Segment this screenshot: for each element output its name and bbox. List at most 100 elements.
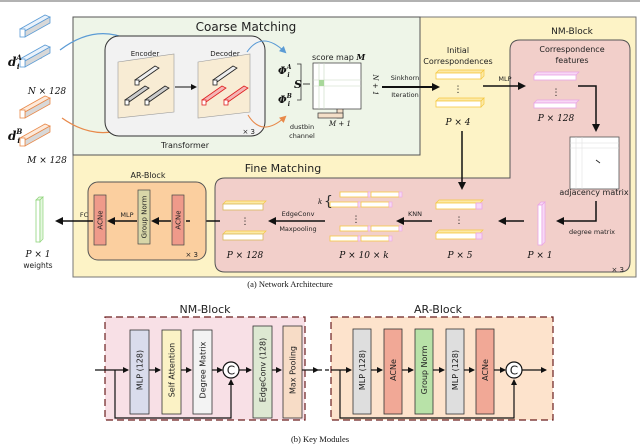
sinkhorn-label-2: Iteration (391, 91, 419, 99)
dustbin-label-2: channel (289, 132, 315, 140)
decoder-out-a-arrow (246, 40, 287, 54)
ar-mlp-label: MLP (120, 211, 133, 219)
nm-block-panel (214, 39, 631, 273)
key-ar-block-3 (445, 328, 465, 415)
ar-acne-2-label: ACNe (175, 210, 183, 229)
key-nm-block-4 (282, 325, 303, 419)
knn-label: KNN (408, 210, 422, 218)
key-nm-block-label-2: Degree Matrix (199, 341, 208, 398)
key-nm-block-label-4: Max Pooling (289, 346, 298, 394)
key-nm-title: NM-Block (179, 303, 231, 316)
initial-label-1: Initial (447, 46, 469, 55)
features-label-1: Correspondence (539, 45, 604, 54)
features-label-2: features (555, 56, 588, 65)
fine-p128-label: P × 128 (226, 251, 264, 261)
ar-block-title: AR-Block (131, 171, 166, 180)
decoder-card (197, 53, 251, 119)
edgeconv-label: EdgeConv (282, 210, 315, 218)
p10k-features: ⋮ { (324, 191, 403, 242)
m-plus-1-label: M + 1 (328, 120, 351, 128)
mlp-label: MLP (498, 75, 511, 83)
key-ar-skip-connection (339, 370, 517, 419)
ar-acne-1 (93, 194, 107, 246)
p4-label: P × 4 (444, 118, 470, 128)
key-ar-block-label-1: ACNe (389, 359, 398, 381)
maxpooling-label: Maxpooling (279, 225, 316, 233)
key-ar-block-4 (475, 328, 495, 415)
n-plus-1-label: N + 1 (371, 74, 379, 96)
nm-p128-label: P × 128 (537, 114, 575, 124)
decoder-label: Decoder (210, 50, 240, 58)
score-map (312, 62, 362, 119)
key-ar-block-label-0: MLP (128) (358, 350, 367, 390)
key-nm-block-label-3: EdgeConv (128) (259, 338, 268, 402)
svg-text:⋮: ⋮ (352, 215, 361, 225)
key-nm-block-0 (129, 329, 150, 415)
weights-p1-label: P × 1 (24, 250, 50, 260)
dustbin-label-1: dustbin (290, 123, 314, 131)
ar-acne-1-label: ACNe (97, 210, 105, 229)
nm-block-repeat: × 3 (611, 266, 624, 274)
svg-text:⋮: ⋮ (241, 217, 250, 227)
p10k-label: P × 10 × k (338, 251, 389, 261)
descriptor-a: ⋮ (19, 14, 51, 68)
fine-matching-title: Fine Matching (245, 162, 321, 175)
svg-text:{: { (324, 194, 333, 210)
key-ar-block-label-4: ACNe (481, 359, 490, 381)
key-nm-block-label-0: MLP (128) (136, 350, 145, 390)
key-ar-title: AR-Block (414, 303, 463, 316)
p5-label: P × 5 (446, 251, 472, 261)
weights-label: weights (23, 261, 52, 270)
phi-bracket (297, 63, 302, 101)
encoder-card (117, 53, 175, 119)
key-nm-blocks: MLP (128) Self Attention Degree Matrix Edge… (95, 325, 331, 419)
transformer-label: Transformer (160, 141, 210, 150)
adjacency-to-degree-arrow (556, 201, 597, 225)
fine-p128-features: ⋮ (222, 200, 267, 241)
adjacency-label: adjacency matrix (559, 188, 629, 197)
transformer-repeat: × 3 (242, 128, 255, 136)
features-to-adjacency-arrow (578, 85, 600, 132)
encoder-label: Encoder (131, 50, 160, 58)
ar-acne-2 (171, 194, 185, 246)
p5-features: ⋮ (435, 199, 484, 240)
adjacency-matrix (569, 136, 620, 190)
ar-group-norm-label: Group Norm (141, 196, 149, 239)
caption-b: (b) Key Modules (291, 434, 349, 444)
svg-text:⋮: ⋮ (455, 216, 464, 226)
fc-label: FC (80, 211, 89, 219)
key-ar-blocks: MLP (128) ACNe Group Norm MLP (128) ACNe C (331, 328, 547, 419)
initial-correspondences: ⋮ (435, 69, 485, 108)
key-ar-block-1 (383, 328, 403, 415)
encoder-tokens (124, 65, 170, 106)
decoder-tokens (201, 65, 249, 106)
caption-a: (a) Network Architecture (247, 279, 333, 289)
ar-block-repeat: × 3 (185, 251, 198, 259)
key-ar-block-label-3: MLP (128) (451, 350, 460, 390)
key-nm-block-2 (192, 329, 213, 415)
key-nm-block-label-1: Self Attention (168, 343, 177, 398)
key-nm-block-3 (252, 325, 273, 419)
ar-group-norm (137, 189, 151, 245)
weights-vector (35, 196, 44, 243)
desc-a-dim: N × 128 (27, 87, 67, 97)
score-map-label: score map M (312, 52, 366, 62)
initial-label-2: Correspondences (423, 57, 492, 66)
k-label: k (318, 198, 322, 206)
key-nm-skip-connection (114, 370, 234, 419)
key-ar-concat-label: C (510, 364, 518, 378)
key-ar-block-2 (414, 328, 434, 415)
degree-label: degree matrix (569, 228, 615, 236)
s-label: S (294, 78, 302, 91)
key-nm-block-1 (161, 329, 182, 415)
degree-vector (537, 201, 546, 246)
descriptor-b: ⋮ (19, 95, 51, 147)
nm-block-title: NM-Block (551, 27, 594, 37)
sinkhorn-label-1: Sinkhorn (391, 74, 420, 82)
key-ar-block-label-2: Group Norm (420, 345, 429, 394)
